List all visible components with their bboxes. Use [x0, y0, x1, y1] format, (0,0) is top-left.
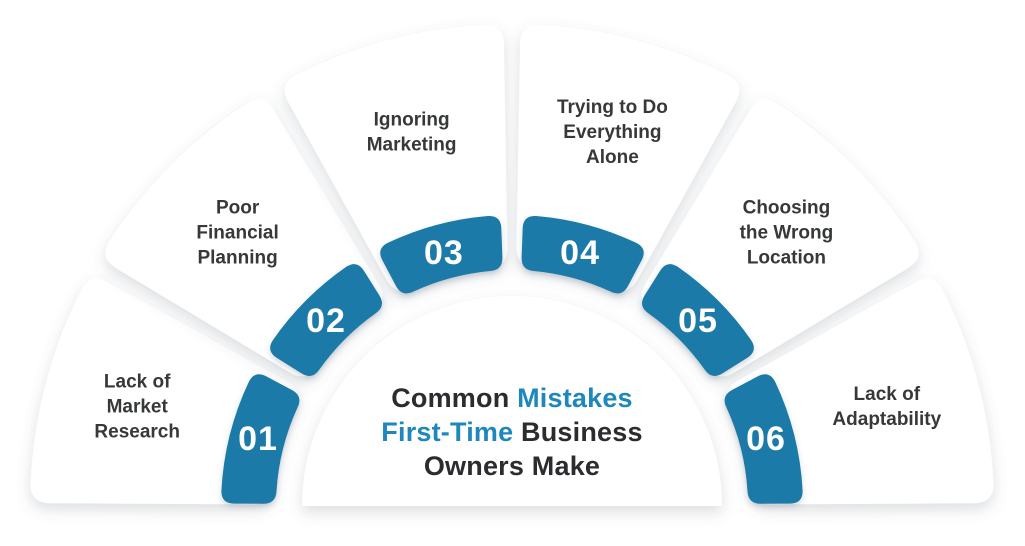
segment-02-band — [270, 264, 382, 376]
title-line2-accent: First-Time — [381, 417, 514, 447]
title-line-3: Owners Make — [342, 449, 682, 483]
title-line-1: Common Mistakes — [342, 381, 682, 415]
title-line1-accent: Mistakes — [517, 383, 633, 413]
title-line-2: First-Time Business — [342, 415, 682, 449]
segment-03-number: 03 — [424, 234, 464, 272]
segment-06-number: 06 — [746, 420, 786, 458]
center-semicircle — [302, 296, 722, 506]
segment-02-number: 02 — [306, 302, 346, 340]
segment-05-band — [642, 264, 754, 376]
bands-layer — [221, 215, 803, 504]
segment-05-number: 05 — [678, 302, 718, 340]
title-line1-dark: Common — [391, 383, 518, 413]
segment-04-band — [521, 215, 644, 294]
segment-06-band — [724, 374, 803, 504]
segment-03-band — [380, 215, 503, 294]
center-title: Common Mistakes First-Time Business Owne… — [342, 381, 682, 483]
title-line3-dark: Owners Make — [423, 451, 601, 481]
title-line2-dark: Business — [513, 417, 643, 447]
segment-01-band — [221, 374, 300, 504]
segment-04-number: 04 — [560, 234, 600, 272]
segment-01-number: 01 — [238, 420, 278, 458]
